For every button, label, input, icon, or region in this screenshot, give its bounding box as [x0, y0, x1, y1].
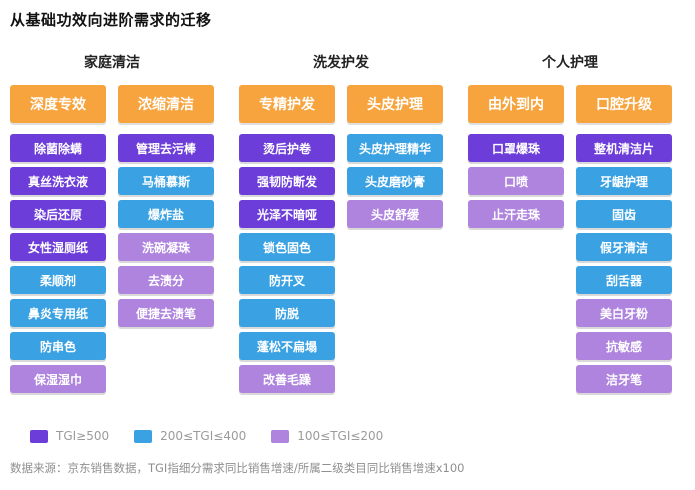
tag-item: 马桶慕斯 — [118, 167, 214, 195]
tag-item: 刮舌器 — [576, 266, 672, 294]
demand-column: 专精护发烫后护卷强韧防断发光泽不暗哑锁色固色防开叉防脱蓬松不扁塌改善毛躁 — [239, 85, 335, 398]
tag-item: 头皮磨砂膏 — [347, 167, 443, 195]
tag-item: 女性湿厕纸 — [10, 233, 106, 261]
tag-item: 假牙清洁 — [576, 233, 672, 261]
tag-item: 抗敏感 — [576, 332, 672, 360]
groups-board: 家庭清洁深度专效除菌除螨真丝洗衣液染后还原女性湿厕纸柔顺剂鼻炎专用纸防串色保湿湿… — [10, 54, 672, 398]
group-columns: 由外到内口罩爆珠口喷止汗走珠口腔升级整机清洁片牙龈护理固齿假牙清洁刮舌器美白牙粉… — [468, 85, 672, 398]
tag-item: 柔顺剂 — [10, 266, 106, 294]
source-note: 数据来源：京东销售数据，TGI指细分需求同比销售增速/所属二级类目同比销售增速x… — [10, 461, 465, 475]
tag-item: 便捷去渍笔 — [118, 299, 214, 327]
legend-item: 100≤TGI≤200 — [271, 429, 383, 443]
tag-item: 牙龈护理 — [576, 167, 672, 195]
tag-item: 光泽不暗哑 — [239, 200, 335, 228]
legend-swatch — [271, 429, 290, 443]
demand-column: 口腔升级整机清洁片牙龈护理固齿假牙清洁刮舌器美白牙粉抗敏感洁牙笔 — [576, 85, 672, 398]
tag-item: 改善毛躁 — [239, 365, 335, 393]
group-title: 家庭清洁 — [84, 55, 140, 71]
legend-swatch — [134, 429, 153, 443]
tag-item: 头皮护理精华 — [347, 134, 443, 162]
column-header: 专精护发 — [239, 85, 335, 123]
group-columns: 深度专效除菌除螨真丝洗衣液染后还原女性湿厕纸柔顺剂鼻炎专用纸防串色保湿湿巾浓缩清… — [10, 85, 214, 398]
tag-item: 鼻炎专用纸 — [10, 299, 106, 327]
legend-swatch — [30, 429, 48, 443]
legend-item: TGI≥500 — [30, 429, 109, 443]
tag-item: 洗碗凝珠 — [118, 233, 214, 261]
demand-column: 深度专效除菌除螨真丝洗衣液染后还原女性湿厕纸柔顺剂鼻炎专用纸防串色保湿湿巾 — [10, 85, 106, 398]
tag-item: 染后还原 — [10, 200, 106, 228]
legend: TGI≥500 200≤TGI≤400 100≤TGI≤200 — [30, 429, 383, 443]
demand-column: 浓缩清洁管理去污棒马桶慕斯爆炸盐洗碗凝珠去渍分便捷去渍笔 — [118, 85, 214, 398]
column-header: 深度专效 — [10, 85, 106, 123]
legend-label: 100≤TGI≤200 — [297, 429, 384, 443]
tag-item: 固齿 — [576, 200, 672, 228]
tag-item: 蓬松不扁塌 — [239, 332, 335, 360]
tag-item: 强韧防断发 — [239, 167, 335, 195]
tag-item: 保湿湿巾 — [10, 365, 106, 393]
tag-item: 烫后护卷 — [239, 134, 335, 162]
tag-item: 爆炸盐 — [118, 200, 214, 228]
tag-item: 管理去污棒 — [118, 134, 214, 162]
tag-item: 除菌除螨 — [10, 134, 106, 162]
tag-item: 真丝洗衣液 — [10, 167, 106, 195]
column-header: 由外到内 — [468, 85, 564, 123]
tag-item: 防串色 — [10, 332, 106, 360]
tag-item: 锁色固色 — [239, 233, 335, 261]
tag-item: 防脱 — [239, 299, 335, 327]
tag-item: 洁牙笔 — [576, 365, 672, 393]
page-title: 从基础功效向进阶需求的迁移 — [10, 11, 212, 29]
column-header: 口腔升级 — [576, 85, 672, 123]
tag-item: 防开叉 — [239, 266, 335, 294]
tag-item: 美白牙粉 — [576, 299, 672, 327]
column-header: 头皮护理 — [347, 85, 443, 123]
demand-column: 由外到内口罩爆珠口喷止汗走珠 — [468, 85, 564, 398]
category-group: 家庭清洁深度专效除菌除螨真丝洗衣液染后还原女性湿厕纸柔顺剂鼻炎专用纸防串色保湿湿… — [10, 54, 214, 398]
column-header: 浓缩清洁 — [118, 85, 214, 123]
tag-item: 整机清洁片 — [576, 134, 672, 162]
group-title: 洗发护发 — [313, 55, 369, 71]
tag-item: 口喷 — [468, 167, 564, 195]
group-title: 个人护理 — [542, 55, 598, 71]
tag-item: 头皮舒缓 — [347, 200, 443, 228]
tag-item: 去渍分 — [118, 266, 214, 294]
tag-item: 口罩爆珠 — [468, 134, 564, 162]
category-group: 洗发护发专精护发烫后护卷强韧防断发光泽不暗哑锁色固色防开叉防脱蓬松不扁塌改善毛躁… — [239, 54, 443, 398]
tag-item: 止汗走珠 — [468, 200, 564, 228]
category-group: 个人护理由外到内口罩爆珠口喷止汗走珠口腔升级整机清洁片牙龈护理固齿假牙清洁刮舌器… — [468, 54, 672, 398]
legend-label: TGI≥500 — [56, 429, 110, 443]
demand-column: 头皮护理头皮护理精华头皮磨砂膏头皮舒缓 — [347, 85, 443, 398]
legend-item: 200≤TGI≤400 — [134, 429, 246, 443]
legend-label: 200≤TGI≤400 — [160, 429, 247, 443]
group-columns: 专精护发烫后护卷强韧防断发光泽不暗哑锁色固色防开叉防脱蓬松不扁塌改善毛躁头皮护理… — [239, 85, 443, 398]
